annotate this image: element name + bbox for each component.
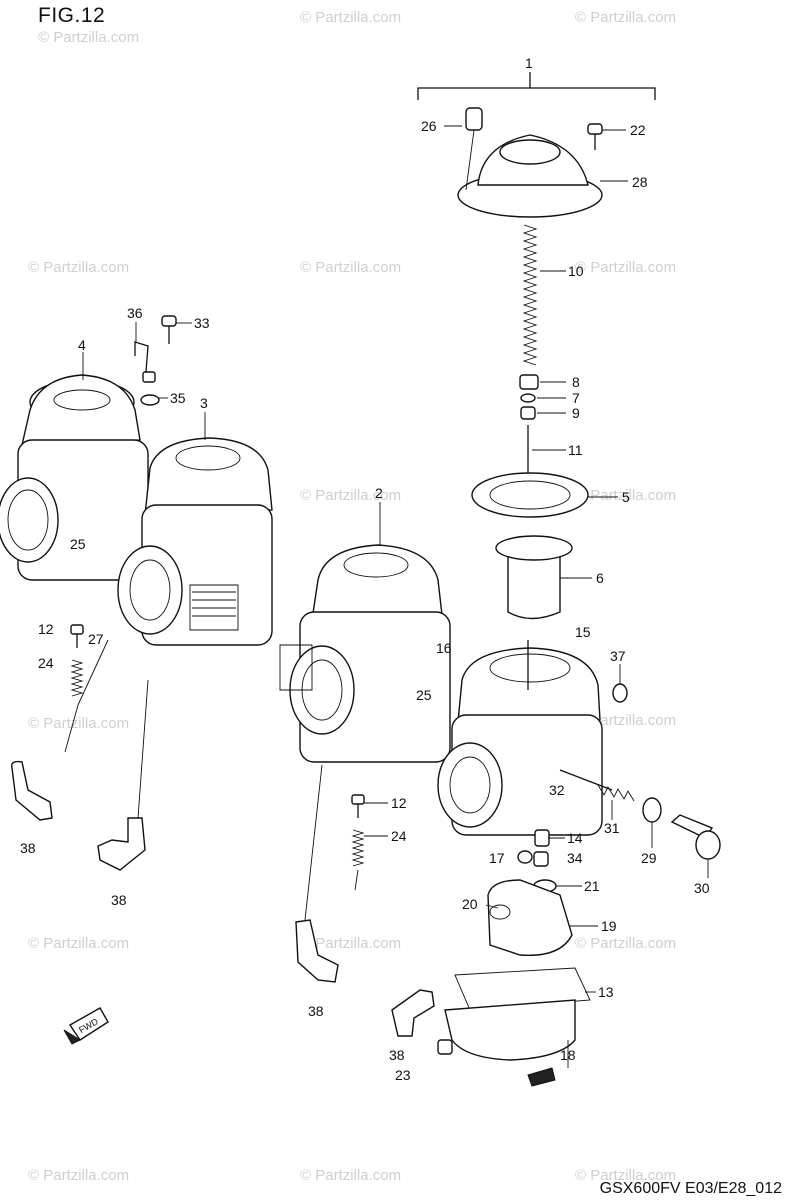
callout-25: 25 (70, 536, 86, 552)
float-bowl-18 (444, 999, 576, 1061)
callout-labels: 1 2 3 4 5 6 7 8 9 10 11 12 12 13 14 15 1… (20, 55, 710, 1083)
callout-18: 18 (560, 1047, 576, 1063)
watermark: © Partzilla.com (575, 935, 676, 952)
callout-15: 15 (575, 624, 591, 640)
carburetor-15 (437, 640, 603, 836)
gasket-13 (454, 967, 591, 1011)
figure-code: GSX600FV E03/E28_012 (599, 1180, 782, 1197)
screw-22 (587, 123, 603, 135)
callout-37: 37 (610, 648, 626, 664)
callout-7: 7 (572, 390, 580, 406)
callout-19: 19 (601, 918, 617, 934)
callout-22: 22 (630, 122, 646, 138)
callout-20: 20 (462, 896, 478, 912)
callout-8: 8 (572, 374, 580, 390)
callout-38: 38 (20, 840, 36, 856)
carburetor-3 (117, 437, 273, 646)
callout-30: 30 (694, 880, 710, 896)
screw-33 (161, 315, 177, 327)
callout-38: 38 (111, 892, 127, 908)
clip-7 (520, 393, 536, 403)
callout-38: 38 (389, 1047, 405, 1063)
carburetor-2 (279, 544, 451, 763)
callout-4: 4 (78, 337, 86, 353)
holder-8 (519, 374, 539, 390)
watermark: © Partzilla.com (300, 259, 401, 276)
watermark: © Partzilla.com (38, 29, 139, 46)
cap-assembly (417, 72, 656, 620)
watermark: © Partzilla.com (300, 487, 401, 504)
spring-10 (522, 224, 538, 366)
callout-32: 32 (549, 782, 565, 798)
callout-23: 23 (395, 1067, 411, 1083)
callout-27: 27 (88, 631, 104, 647)
washer-9 (520, 406, 536, 420)
callout-13: 13 (598, 984, 614, 1000)
callout-24: 24 (391, 828, 407, 844)
callout-24: 24 (38, 655, 54, 671)
callout-31: 31 (604, 820, 620, 836)
watermark: © Partzilla.com (300, 1167, 401, 1184)
clip-36 (134, 341, 149, 373)
callout-34: 34 (567, 850, 583, 866)
watermark: © Partzilla.com (28, 935, 129, 952)
watermark: © Partzilla.com (575, 9, 676, 26)
watermark: © Partzilla.com (575, 487, 676, 504)
nut-37 (612, 683, 628, 703)
watermark: © Partzilla.com (28, 259, 129, 276)
watermark: © Partzilla.com (300, 935, 401, 952)
small-parts (64, 315, 721, 1087)
washer-35 (140, 394, 160, 406)
bracket-line (417, 87, 656, 100)
watermark: © Partzilla.com (28, 1167, 129, 1184)
callout-5: 5 (622, 489, 630, 505)
callout-10: 10 (568, 263, 584, 279)
watermark: © Partzilla.com (575, 259, 676, 276)
callout-26: 26 (421, 118, 437, 134)
figure-title: FIG.12 (38, 4, 106, 27)
callout-9: 9 (572, 405, 580, 421)
callout-11: 11 (568, 442, 583, 458)
callout-33: 33 (194, 315, 210, 331)
hoses-38 (11, 679, 435, 1037)
callout-12: 12 (38, 621, 54, 637)
watermark: © Partzilla.com (28, 715, 129, 732)
callout-36: 36 (127, 305, 143, 321)
carburetor-4 (0, 374, 149, 581)
callout-14: 14 (567, 830, 583, 846)
callout-35: 35 (170, 390, 186, 406)
callout-17: 17 (489, 850, 505, 866)
diaphragm-5 (471, 472, 589, 518)
callout-28: 28 (632, 174, 648, 190)
callout-1: 1 (525, 55, 533, 71)
watermark: © Partzilla.com (300, 9, 401, 26)
screw-23 (437, 1039, 453, 1055)
screw-26 (465, 107, 483, 131)
callout-38: 38 (308, 1003, 324, 1019)
watermark: © Partzilla.com (575, 1167, 676, 1184)
callout-29: 29 (641, 850, 657, 866)
callout-21: 21 (584, 878, 600, 894)
callout-16: 16 (436, 640, 452, 656)
float-19 (487, 879, 573, 957)
callout-25: 25 (416, 687, 432, 703)
cap-29 (642, 797, 662, 823)
callout-12: 12 (391, 795, 407, 811)
callout-2: 2 (375, 485, 383, 501)
callout-6: 6 (596, 570, 604, 586)
callout-3: 3 (200, 395, 208, 411)
fwd-arrow: FWD (63, 1007, 109, 1045)
leader-lines (82, 125, 709, 1068)
